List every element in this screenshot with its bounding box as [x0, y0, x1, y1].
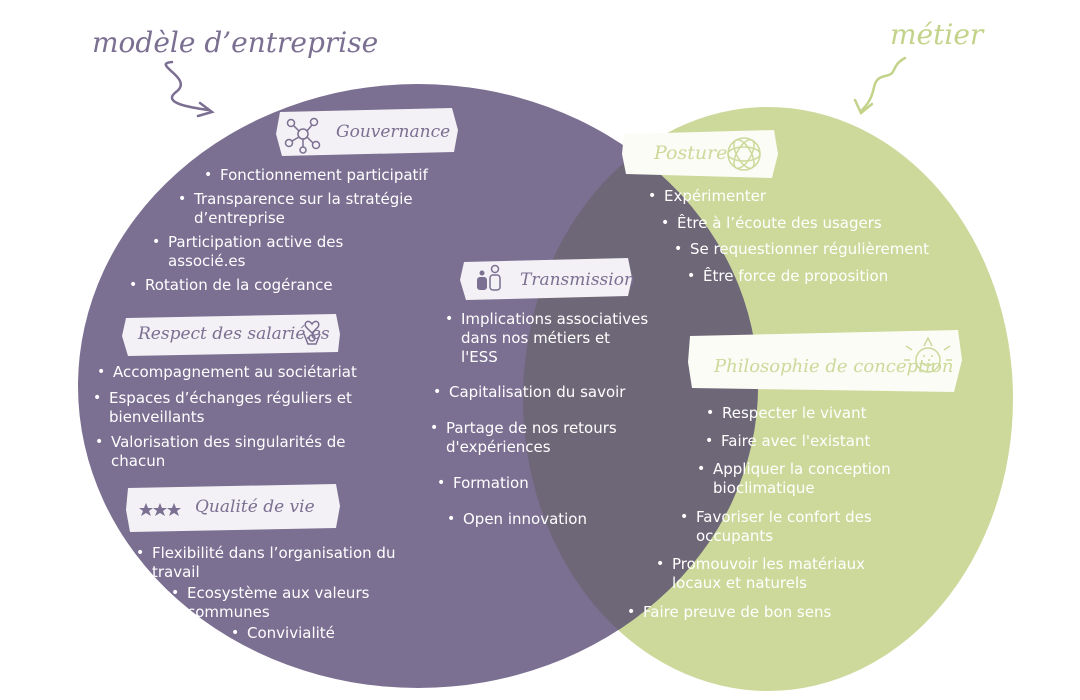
- list-item: •Ecosystème aux valeurs communes: [171, 584, 370, 621]
- pill-gouvernance: [276, 108, 458, 156]
- left-title-arrowhead: [196, 101, 215, 118]
- right-title-arrow: [860, 56, 907, 112]
- left-title: modèle d’entreprise: [92, 26, 379, 59]
- list-item: •Respecter le vivant: [706, 404, 867, 422]
- pill-philosophie: [688, 330, 962, 392]
- posture-title: Posture: [654, 142, 728, 164]
- smiling-face-icon: [904, 336, 952, 373]
- qualite-title: Qualité de vie: [195, 497, 315, 517]
- list-item: •Favoriser le confort des occupants: [680, 508, 872, 545]
- right-title: métier: [890, 18, 984, 51]
- list-item: •Flexibilité dans l’organisation du trav…: [136, 544, 396, 581]
- list-item: •Faire avec l'existant: [705, 432, 871, 450]
- overlap-region: [523, 107, 758, 688]
- list-item: •Participation active des associé.es: [152, 233, 344, 270]
- list-item: •Fonctionnement participatif: [204, 166, 428, 184]
- pill-qualite: [126, 484, 340, 532]
- list-item: •Valorisation des singularités de chacun: [95, 433, 346, 470]
- philosophie-title: Philosophie de conception: [714, 356, 954, 377]
- list-item: •Implications associatives dans nos méti…: [445, 310, 649, 366]
- list-item: •Formation: [437, 474, 529, 492]
- network-icon: [284, 117, 321, 154]
- list-item: •Partage de nos retours d'expériences: [430, 419, 617, 456]
- list-item: •Appliquer la conception bioclimatique: [697, 460, 891, 497]
- list-item: •Accompagnement au sociétariat: [97, 363, 357, 381]
- gouvernance-title: Gouvernance: [336, 122, 451, 142]
- list-item: •Être à l’écoute des usagers: [661, 214, 882, 232]
- list-item: •Être force de proposition: [687, 267, 889, 285]
- pill-posture: [622, 130, 778, 178]
- stars-icon: [139, 503, 181, 516]
- respect-title: Respect des salarié.es: [138, 324, 330, 344]
- list-item: •Promouvoir les matériaux locaux et natu…: [656, 555, 866, 592]
- list-item: •Open innovation: [447, 510, 587, 528]
- list-item: •Faire preuve de bon sens: [627, 603, 832, 621]
- transmission-title: Transmission: [520, 270, 635, 290]
- left-title-arrow: [164, 60, 210, 112]
- list-item: •Capitalisation du savoir: [433, 383, 626, 401]
- list-item: •Espaces d’échanges réguliers et bienvei…: [93, 389, 352, 426]
- list-item: •Rotation de la cogérance: [129, 276, 333, 294]
- heart-person-icon: [303, 320, 321, 345]
- right-title-arrowhead: [853, 98, 874, 115]
- flower-icon: [727, 137, 761, 171]
- list-item: •Se requestionner régulièrement: [674, 240, 930, 258]
- people-icon: [477, 264, 501, 291]
- list-item: •Transparence sur la stratégie d’entrepr…: [178, 190, 413, 227]
- pill-transmission: [460, 258, 632, 300]
- list-item: •Expérimenter: [648, 187, 767, 205]
- pill-respect: [122, 314, 340, 356]
- list-item: •Convivialité: [231, 624, 335, 642]
